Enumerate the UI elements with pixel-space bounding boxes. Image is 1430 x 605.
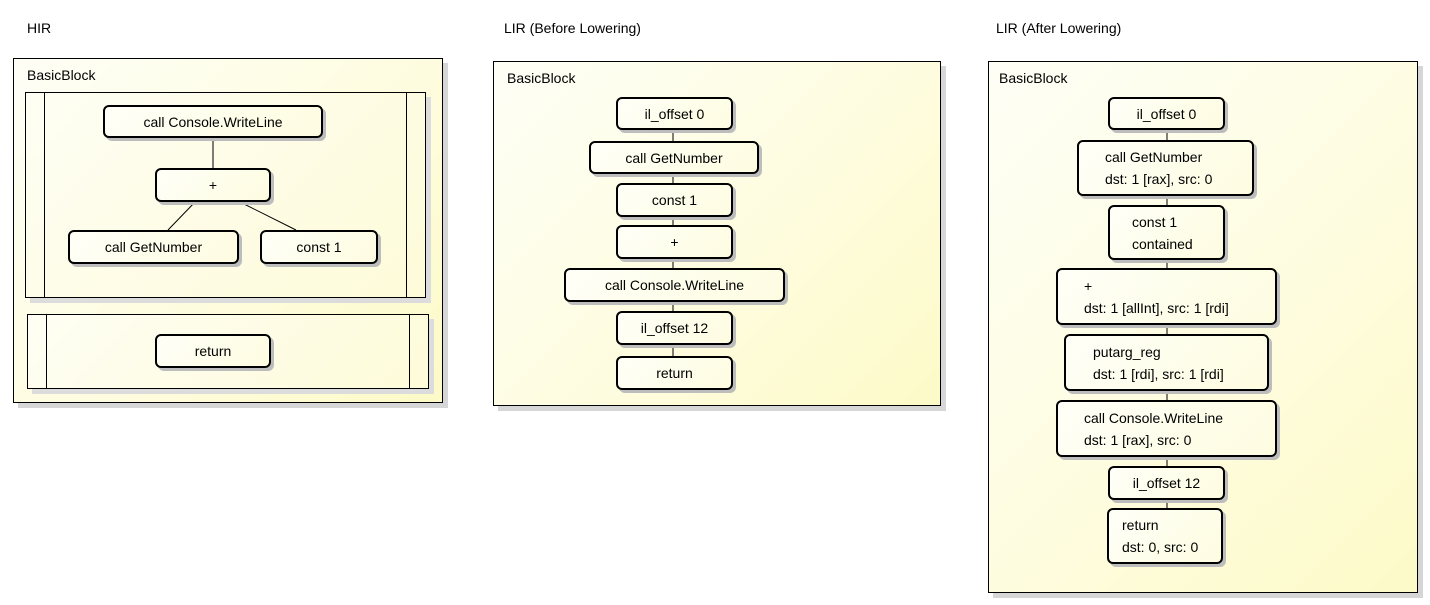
node-line-2: dst: 1 [rax], src: 0 — [1105, 171, 1213, 187]
hir-node-add[interactable]: + — [155, 168, 271, 202]
hir-node-return[interactable]: return — [155, 334, 271, 368]
node-line-2: dst: 1 [rax], src: 0 — [1084, 431, 1192, 448]
hir-block-label: BasicBlock — [27, 67, 96, 83]
lir-after-block-label: BasicBlock — [999, 70, 1068, 86]
node-line-1: call Console.WriteLine — [1084, 409, 1224, 426]
lir-before-node-il-offset-0[interactable]: il_offset 0 — [616, 97, 733, 130]
edge-add-to-left — [167, 200, 197, 231]
lir-before-block-label: BasicBlock — [507, 70, 576, 86]
lir-before-title: LIR (Before Lowering) — [504, 20, 641, 36]
node-line-1: const 1 — [1132, 213, 1178, 230]
node-line-1: putarg_reg — [1093, 343, 1161, 360]
node-line-2: contained — [1132, 235, 1193, 252]
node-line-2: dst: 1 [rdi], src: 1 [rdi] — [1093, 365, 1224, 382]
lir-after-node-return[interactable]: return dst: 0, src: 0 — [1107, 508, 1223, 564]
node-line-1: call GetNumber — [1105, 149, 1203, 165]
hir-title: HIR — [27, 20, 52, 36]
lir-before-node-call-getnumber[interactable]: call GetNumber — [589, 141, 759, 174]
hir-node-call-getnumber[interactable]: call GetNumber — [68, 230, 239, 264]
node-line-1: + — [1084, 277, 1093, 294]
lir-before-node-il-offset-12[interactable]: il_offset 12 — [616, 311, 733, 345]
lir-after-node-call-writeline[interactable]: call Console.WriteLine dst: 1 [rax], src… — [1056, 400, 1277, 457]
lir-before-node-call-writeline[interactable]: call Console.WriteLine — [564, 268, 785, 302]
edge-add-to-right — [237, 200, 297, 231]
lir-after-node-il-offset-12[interactable]: il_offset 12 — [1108, 466, 1225, 500]
lir-after-node-call-getnumber[interactable]: call GetNumber dst: 1 [rax], src: 0 — [1077, 140, 1254, 196]
lir-after-node-il-offset-0[interactable]: il_offset 0 — [1108, 97, 1225, 130]
lir-before-node-const-1[interactable]: const 1 — [616, 183, 733, 217]
node-line-1: il_offset 0 — [1136, 105, 1197, 122]
stmt-right-bar — [406, 93, 425, 297]
lir-after-node-putarg-reg[interactable]: putarg_reg dst: 1 [rdi], src: 1 [rdi] — [1064, 334, 1269, 391]
node-line-2: dst: 0, src: 0 — [1122, 539, 1199, 555]
hir-statement-2 — [27, 314, 429, 389]
node-line-1: il_offset 12 — [1132, 475, 1201, 491]
stmt-left-bar — [26, 93, 45, 297]
lir-after-node-const-1[interactable]: const 1 contained — [1108, 205, 1225, 260]
stmt-left-bar — [28, 315, 47, 388]
lir-after-title: LIR (After Lowering) — [996, 20, 1122, 36]
lir-before-node-add[interactable]: + — [616, 225, 733, 259]
hir-node-call-writeline[interactable]: call Console.WriteLine — [103, 105, 323, 138]
lir-before-node-return[interactable]: return — [616, 356, 733, 390]
node-line-2: dst: 1 [allInt], src: 1 [rdi] — [1084, 299, 1229, 316]
lir-after-node-add[interactable]: + dst: 1 [allInt], src: 1 [rdi] — [1056, 268, 1277, 325]
stmt-right-bar — [409, 315, 428, 388]
hir-node-const-1[interactable]: const 1 — [260, 230, 378, 264]
node-line-1: return — [1122, 517, 1159, 533]
